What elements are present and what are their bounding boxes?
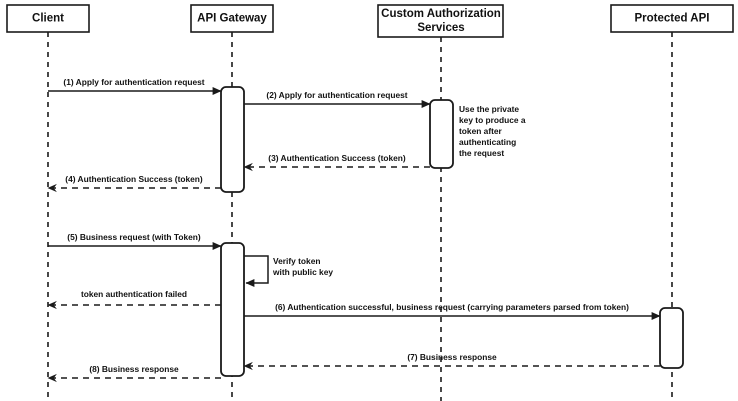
message-label-failed: token authentication failed <box>81 289 187 299</box>
message-5: (5) Business request (with Token) <box>48 232 222 250</box>
message-label-2: (2) Apply for authentication request <box>266 90 407 100</box>
note-line-4: authenticating <box>459 137 516 147</box>
message-8: (8) Business response <box>47 364 221 383</box>
message-label-4: (4) Authentication Success (token) <box>65 174 203 184</box>
message-label-7: (7) Business response <box>407 352 497 362</box>
participant-label-custom-authorization-services-line-2: Services <box>417 22 464 34</box>
message-4: (4) Authentication Success (token) <box>47 174 221 193</box>
message-label-3: (3) Authentication Success (token) <box>268 153 406 163</box>
participant-box-custom-authorization-services[interactable] <box>377 4 504 38</box>
participant-label-protected-api: Protected API <box>635 13 710 25</box>
messages-group: (1) Apply for authentication request (2) … <box>47 77 661 383</box>
message-6: (6) Authentication successful, business … <box>244 302 661 320</box>
activation-bar-gw-auth-activation <box>220 86 245 193</box>
activation-bar-cas-activation <box>429 99 454 169</box>
message-label-8: (8) Business response <box>89 364 179 374</box>
participant-boxes-group: Client API Gateway Custom AuthorizationSer… <box>6 4 734 38</box>
message-3: (3) Authentication Success (token) <box>243 153 430 172</box>
message-1: (1) Apply for authentication request <box>48 77 222 95</box>
activation-bar-protected-api-activation <box>659 307 684 369</box>
self-message-path <box>244 255 269 287</box>
note-line-1: Use the private <box>459 104 519 114</box>
note-line-2: key to produce a <box>459 115 526 125</box>
message-2: (2) Apply for authentication request <box>244 90 431 108</box>
note-line-5: the request <box>459 148 504 158</box>
message-label-6: (6) Authentication successful, business … <box>275 302 629 312</box>
lifelines-group <box>47 32 673 401</box>
participant-label-api-gateway: API Gateway <box>197 13 267 25</box>
message-label-5: (5) Business request (with Token) <box>67 232 201 242</box>
participant-label-custom-authorization-services-line-1: Custom Authorization <box>381 8 501 20</box>
self-message-label-line-1: Verify token <box>273 256 320 266</box>
activation-bar-gw-business-activation <box>220 242 245 377</box>
participant-box-client[interactable] <box>6 4 90 33</box>
participant-box-protected-api[interactable] <box>610 4 734 33</box>
participant-api-gateway[interactable]: API Gateway <box>190 4 274 33</box>
message-failed: token authentication failed <box>47 289 221 310</box>
participant-client[interactable]: Client <box>6 4 90 33</box>
participant-box-api-gateway[interactable] <box>190 4 274 33</box>
message-7: (7) Business response <box>243 352 660 371</box>
message-label-1: (1) Apply for authentication request <box>63 77 204 87</box>
activation-bars-group <box>220 86 684 377</box>
note-line-3: token after <box>459 126 503 136</box>
participant-label-client: Client <box>32 13 64 25</box>
self-message-label-line-2: with public key <box>272 267 333 277</box>
participant-protected-api[interactable]: Protected API <box>610 4 734 33</box>
